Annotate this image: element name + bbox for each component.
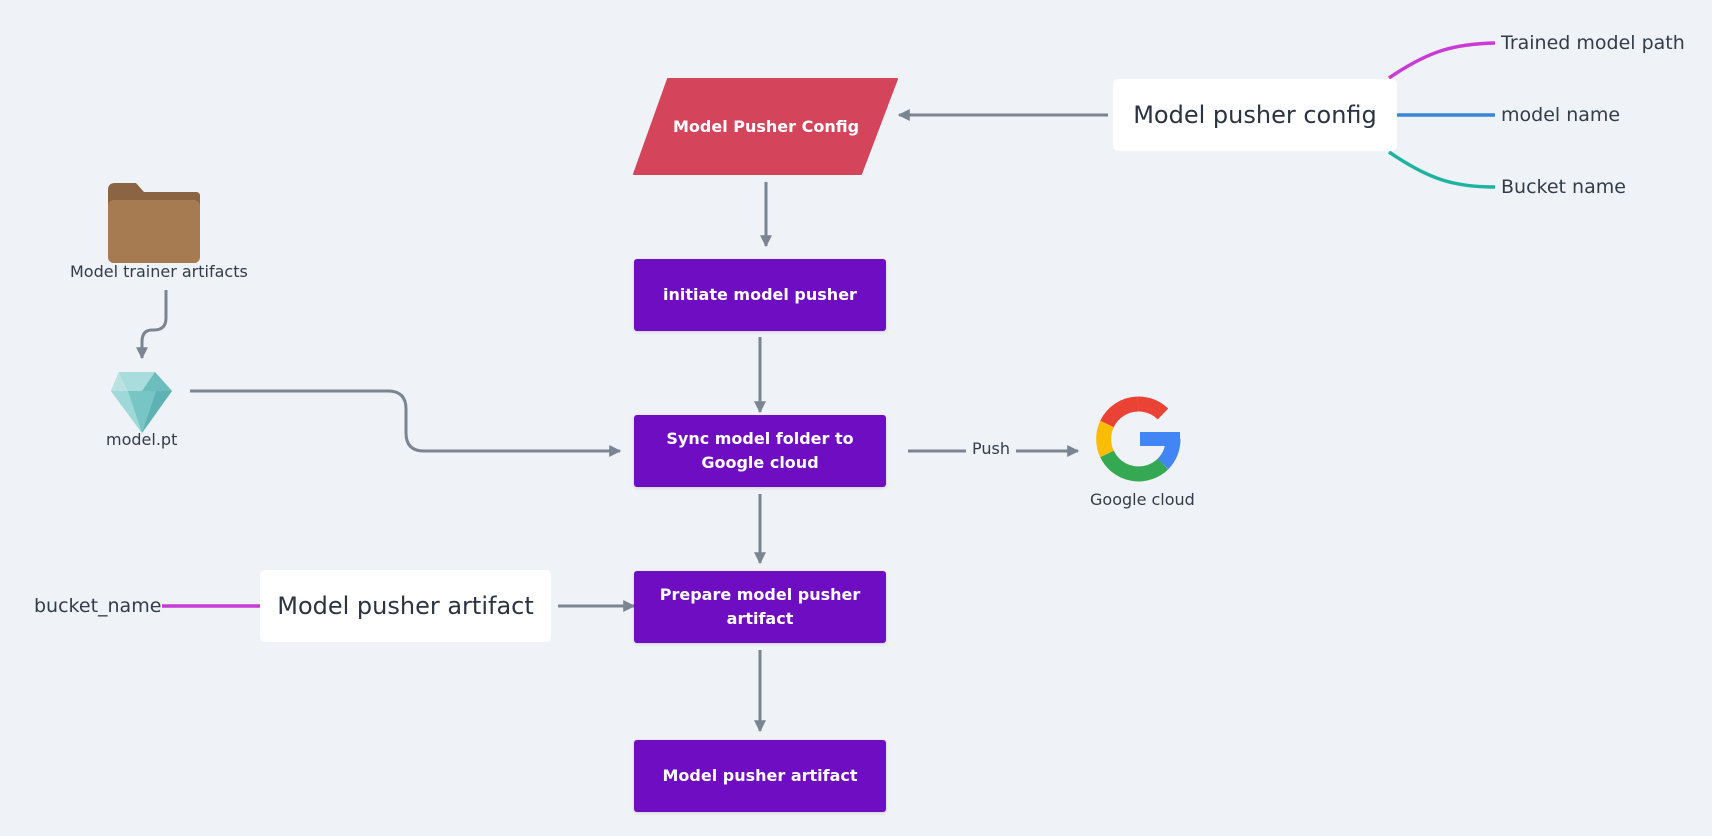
branch-label-trained-model-path: Trained model path <box>1501 32 1685 54</box>
trainer-folder-label: Model trainer artifacts <box>70 262 248 281</box>
push-label: Push <box>966 439 1016 458</box>
folder-icon <box>108 183 200 263</box>
artifact-card[interactable]: Model pusher artifact <box>260 570 551 642</box>
branch-trained-model-path <box>1388 41 1496 80</box>
sync-node[interactable]: Sync model folder to Google cloud <box>634 415 886 487</box>
arrow-model-to-sync <box>190 389 622 457</box>
arrow-folder-to-model <box>136 290 168 360</box>
diamond-icon <box>111 372 172 433</box>
branch-label-bucket-name-artifact: bucket_name <box>34 595 162 617</box>
output-node[interactable]: Model pusher artifact <box>634 740 886 812</box>
model-file-label: model.pt <box>106 430 178 449</box>
config-card[interactable]: Model pusher config <box>1113 79 1397 151</box>
google-icon <box>1096 396 1181 482</box>
branch-label-model-name: model name <box>1501 104 1621 126</box>
prepare-node[interactable]: Prepare model pusher artifact <box>634 571 886 643</box>
initiate-node[interactable]: initiate model pusher <box>634 259 886 331</box>
branch-label-bucket-name: Bucket name <box>1501 176 1626 198</box>
google-cloud-label: Google cloud <box>1090 490 1195 509</box>
branch-bucket-name <box>1388 150 1496 189</box>
config-parallelogram[interactable] <box>633 78 898 175</box>
config-node-label: Model Pusher Config <box>672 116 860 136</box>
